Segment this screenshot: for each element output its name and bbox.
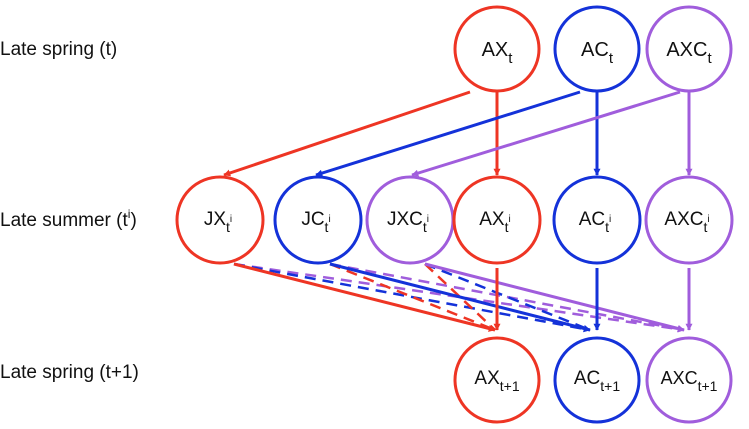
node-axc-t1: AXCt+1 [645,336,733,424]
svg-text:ACt: ACt [581,39,614,67]
svg-text:AXt: AXt [482,39,514,67]
svg-text:ACti: ACti [579,209,612,235]
arrow-axt-to-jx [223,90,471,177]
svg-text:AXti: AXti [479,209,510,235]
svg-text:JCti: JCti [301,209,330,235]
node-ac-ti: ACti [552,175,642,265]
node-jc-ti: JCti [273,175,363,265]
arrow-axct-to-jxc [411,90,681,177]
svg-text:ACt+1: ACt+1 [574,368,620,394]
arrows-summer-to-spring [233,262,693,333]
arrow-jc-to-axt1-dashed [329,262,496,332]
arrow-jc-to-axct1-dashed [329,262,685,332]
node-ac-t: ACt [553,5,641,93]
node-axc-t: AXCt [645,5,733,93]
row-label-late-spring-t1: Late spring (t+1) [0,362,139,383]
node-ax-ti: AXti [452,175,542,265]
svg-text:JXti: JXti [204,209,232,235]
svg-text:AXCti: AXCti [664,209,709,235]
arrow-jxc-to-act1-dashed [424,262,591,332]
node-jx-ti: JXti [175,175,265,265]
row-label-late-spring-t: Late spring (t) [0,39,117,60]
node-axc-ti: AXCti [644,175,734,265]
arrow-act-to-jc [315,90,581,177]
arrow-jxc-to-axt1-dashed [424,263,496,331]
svg-text:AXCt: AXCt [666,39,712,67]
arrows-spring-to-summer [223,90,693,177]
arrow-jx-to-act1-dashed [233,262,591,333]
node-ac-t1: ACt+1 [553,336,641,424]
node-jxc-ti: JXCti [365,175,455,265]
node-ax-t: AXt [453,5,541,93]
node-ax-t1: AXt+1 [453,336,541,424]
arrow-jx-to-axt1 [233,262,496,332]
svg-text:JXCti: JXCti [387,209,429,235]
svg-text:AXCt+1: AXCt+1 [661,368,718,394]
arrow-jx-to-axct1-dashed [233,262,685,333]
svg-text:AXt+1: AXt+1 [474,368,519,394]
arrow-jc-to-act1 [329,262,591,332]
arrow-jxc-to-axct1 [424,262,685,332]
row-label-late-summer-ti: Late summer (ti) [0,207,137,231]
